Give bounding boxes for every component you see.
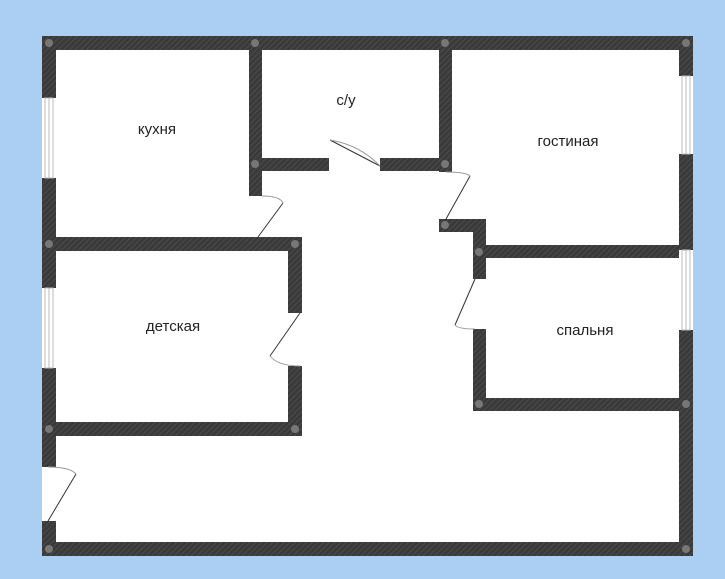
- wall-nodes: [45, 39, 690, 553]
- outer-wall-bottom: [42, 542, 693, 556]
- door-living: [445, 171, 471, 220]
- opening-bedroom-door: [473, 279, 486, 329]
- wall-kids-right-bottom: [288, 366, 302, 436]
- wall-bedroom-left: [473, 329, 486, 411]
- room-label-bathroom: с/у: [336, 92, 356, 109]
- window-kitchen: [44, 97, 54, 179]
- apartment-floor: [42, 36, 693, 556]
- door-bedroom: [454, 278, 476, 330]
- windows: [44, 75, 691, 369]
- wall-living-bedroom: [473, 245, 693, 258]
- wall-kitchen-bath: [249, 36, 262, 196]
- opening-entrance: [42, 467, 56, 521]
- opening-kitchen-door: [249, 196, 262, 237]
- opening-living-door: [439, 172, 452, 219]
- window-kids: [44, 287, 54, 369]
- wall-kitchen-kids: [42, 237, 302, 251]
- door-bathroom: [329, 139, 381, 167]
- door-kids: [269, 312, 301, 367]
- wall-bath-living: [439, 36, 452, 172]
- window-bedroom: [681, 249, 691, 331]
- room-label-kids-room: детская: [146, 318, 200, 335]
- wall-bath-bottom-left: [249, 158, 329, 171]
- window-living: [681, 75, 691, 155]
- doors: [47, 139, 476, 522]
- door-kitchen: [257, 195, 284, 238]
- room-label-bedroom: спальня: [557, 322, 614, 339]
- door-entrance: [47, 466, 77, 522]
- wall-kids-right-top: [288, 237, 302, 313]
- wall-bedroom-bottom: [473, 398, 693, 411]
- room-label-kitchen: кухня: [138, 121, 176, 138]
- room-label-living-room: гостиная: [538, 133, 599, 150]
- wall-kids-bottom: [42, 422, 302, 436]
- wall-bath-bottom-right: [380, 158, 452, 171]
- outer-wall-top: [42, 36, 693, 50]
